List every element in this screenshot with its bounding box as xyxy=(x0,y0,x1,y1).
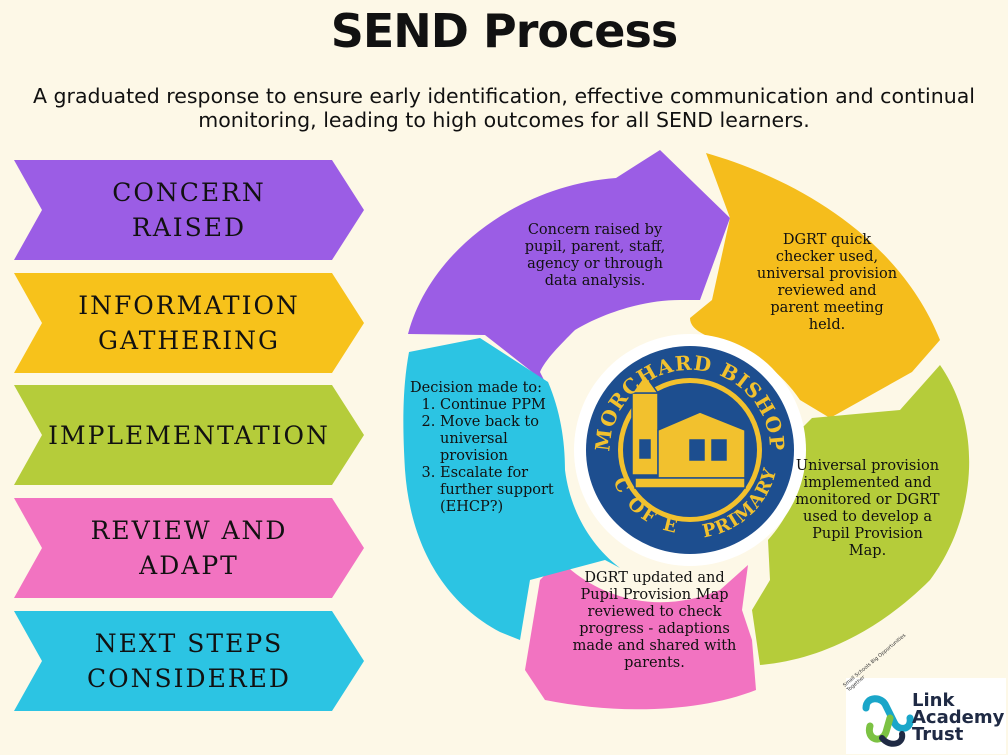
stage-label-line1: CONCERN xyxy=(112,178,266,207)
cycle-text-implementation: Universal provision implemented and moni… xyxy=(795,458,940,559)
page-title: SEND Process xyxy=(330,4,678,58)
cycle-segment-decision xyxy=(403,338,620,640)
stage-arrow-implementation: IMPLEMENTATION xyxy=(14,385,364,485)
cycle-text-concern: Concern raised by pupil, parent, staff, … xyxy=(524,222,666,289)
stage-label-line1: IMPLEMENTATION xyxy=(48,420,330,450)
link-academy-logo xyxy=(846,678,1006,754)
cycle-segment-concern xyxy=(408,150,730,382)
page-subtitle: A graduated response to ensure early ide… xyxy=(33,84,975,132)
link-logo-icon xyxy=(862,695,914,747)
cycle-segment-implementation xyxy=(752,365,970,665)
decision-option: Move back to universal provision xyxy=(440,414,570,465)
stage-arrow-next-steps: NEXT STEPS CONSIDERED xyxy=(14,611,364,711)
arrow-shape xyxy=(14,611,364,711)
cycle-segment-review xyxy=(525,560,756,710)
logo-name: Link Academy Trust xyxy=(912,690,1005,745)
arrow-shape xyxy=(14,498,364,598)
stage-arrow-information: INFORMATION GATHERING xyxy=(14,273,364,373)
stage-label-line1: REVIEW AND xyxy=(90,516,288,545)
decision-options: Continue PPM Move back to universal prov… xyxy=(410,397,570,516)
decision-intro: Decision made to: xyxy=(410,380,543,396)
stage-label-line1: INFORMATION xyxy=(78,291,300,320)
logo-name-line2: Academy xyxy=(912,707,1005,728)
arrow-shape xyxy=(14,160,364,260)
stage-arrow-concern: CONCERN RAISED xyxy=(14,160,364,260)
stage-label-line2: ADAPT xyxy=(139,551,239,580)
logo-name-line1: Link xyxy=(912,690,955,711)
stage-label-line2: GATHERING xyxy=(98,326,280,355)
arrow-shape xyxy=(14,273,364,373)
decision-option: Continue PPM xyxy=(440,397,570,414)
cycle-text-decision: Decision made to: Continue PPM Move back… xyxy=(410,380,570,516)
cycle-text-review: DGRT updated and Pupil Provision Map rev… xyxy=(572,570,737,671)
stage-label-line2: CONSIDERED xyxy=(87,664,291,693)
stage-label-line1: NEXT STEPS xyxy=(94,629,284,658)
arrow-shape xyxy=(14,385,364,485)
cycle-text-information: DGRT quick checker used, universal provi… xyxy=(756,232,898,333)
stage-label-line2: RAISED xyxy=(131,213,247,242)
cycle-segment-information xyxy=(690,153,940,418)
decision-option: Escalate for further support (EHCP?) xyxy=(440,465,570,516)
church-icon xyxy=(630,373,746,489)
logo-name-line3: Trust xyxy=(912,724,964,745)
stage-arrow-review: REVIEW AND ADAPT xyxy=(14,498,364,598)
